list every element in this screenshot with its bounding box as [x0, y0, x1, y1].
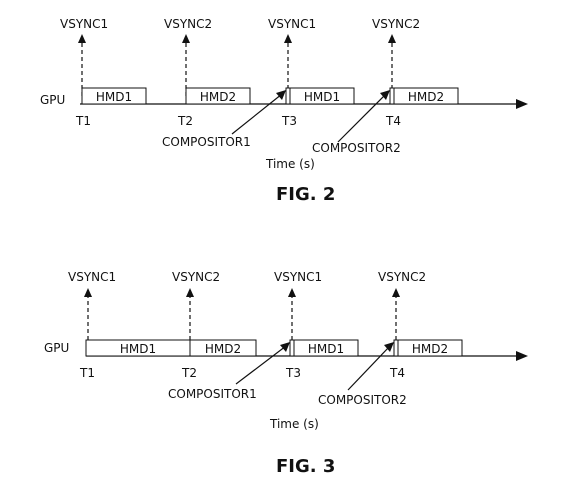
compositor-pointer-arrowhead — [384, 342, 394, 352]
time-axis-arrowhead — [516, 351, 528, 361]
compositor-label: COMPOSITOR2 — [312, 141, 401, 155]
frame-box-hmd2 — [185, 87, 251, 105]
frame-label: HMD2 — [200, 90, 236, 104]
compositor-pointer — [347, 345, 391, 391]
vsync-arrowhead — [284, 34, 292, 43]
compositor-slice — [289, 339, 295, 357]
compositor-pointer-arrowhead — [380, 90, 390, 100]
vsync-label: VSYNC2 — [372, 17, 420, 31]
frame-label: HMD1 — [304, 90, 340, 104]
vsync-arrowhead — [78, 34, 86, 43]
tick-label: T4 — [389, 366, 405, 380]
figure-caption: FIG. 3 — [276, 456, 335, 477]
gpu-lane-label: GPU — [40, 93, 65, 107]
vsync-arrowhead — [182, 34, 190, 43]
compositor-label: COMPOSITOR1 — [168, 387, 257, 401]
tick-label: T2 — [177, 114, 193, 128]
vsync-label: VSYNC2 — [378, 270, 426, 284]
frame-box-hmd2 — [189, 339, 257, 357]
compositor-slice — [393, 339, 399, 357]
frame-box-hmd1 — [293, 339, 359, 357]
frame-label: HMD2 — [205, 342, 241, 356]
vsync-label: VSYNC1 — [274, 270, 322, 284]
compositor-pointer-arrowhead — [280, 342, 290, 352]
figure-3: VSYNC1 VSYNC2 VSYNC1 VSYNC2 GPU HMD1 HMD… — [44, 270, 528, 477]
compositor-slice — [389, 87, 395, 105]
compositor-label: COMPOSITOR1 — [162, 135, 251, 149]
frame-label: HMD1 — [120, 342, 156, 356]
time-axis-arrowhead — [516, 99, 528, 109]
tick-label: T1 — [79, 366, 95, 380]
gpu-lane-label: GPU — [44, 341, 69, 355]
tick-label: T2 — [181, 366, 197, 380]
figure-caption: FIG. 2 — [276, 184, 335, 205]
compositor-pointer — [235, 345, 287, 385]
compositor-pointer — [337, 93, 387, 143]
vsync-arrowhead — [84, 288, 92, 297]
vsync-arrowhead — [288, 288, 296, 297]
frame-label: HMD1 — [308, 342, 344, 356]
vsync-label: VSYNC1 — [68, 270, 116, 284]
vsync-arrowhead — [186, 288, 194, 297]
vsync-label: VSYNC2 — [164, 17, 212, 31]
tick-label: T1 — [75, 114, 91, 128]
frame-box-hmd1 — [81, 87, 147, 105]
time-axis-label: Time (s) — [265, 157, 315, 171]
figure-2: VSYNC1 VSYNC2 VSYNC1 VSYNC2 GPU HMD1 HMD… — [40, 17, 528, 205]
vsync-arrowhead — [388, 34, 396, 43]
vsync-label: VSYNC2 — [172, 270, 220, 284]
frame-label: HMD1 — [96, 90, 132, 104]
vsync-arrowhead — [392, 288, 400, 297]
time-axis-label: Time (s) — [269, 417, 319, 431]
tick-label: T3 — [281, 114, 297, 128]
compositor-slice — [285, 87, 291, 105]
frame-box-hmd2 — [393, 87, 459, 105]
compositor-label: COMPOSITOR2 — [318, 393, 407, 407]
compositor-pointer — [231, 93, 283, 135]
vsync-label: VSYNC1 — [60, 17, 108, 31]
frame-label: HMD2 — [412, 342, 448, 356]
vsync-label: VSYNC1 — [268, 17, 316, 31]
frame-box-hmd2 — [397, 339, 463, 357]
frame-label: HMD2 — [408, 90, 444, 104]
tick-label: T4 — [385, 114, 401, 128]
compositor-pointer-arrowhead — [276, 90, 286, 100]
tick-label: T3 — [285, 366, 301, 380]
frame-box-hmd1 — [289, 87, 355, 105]
